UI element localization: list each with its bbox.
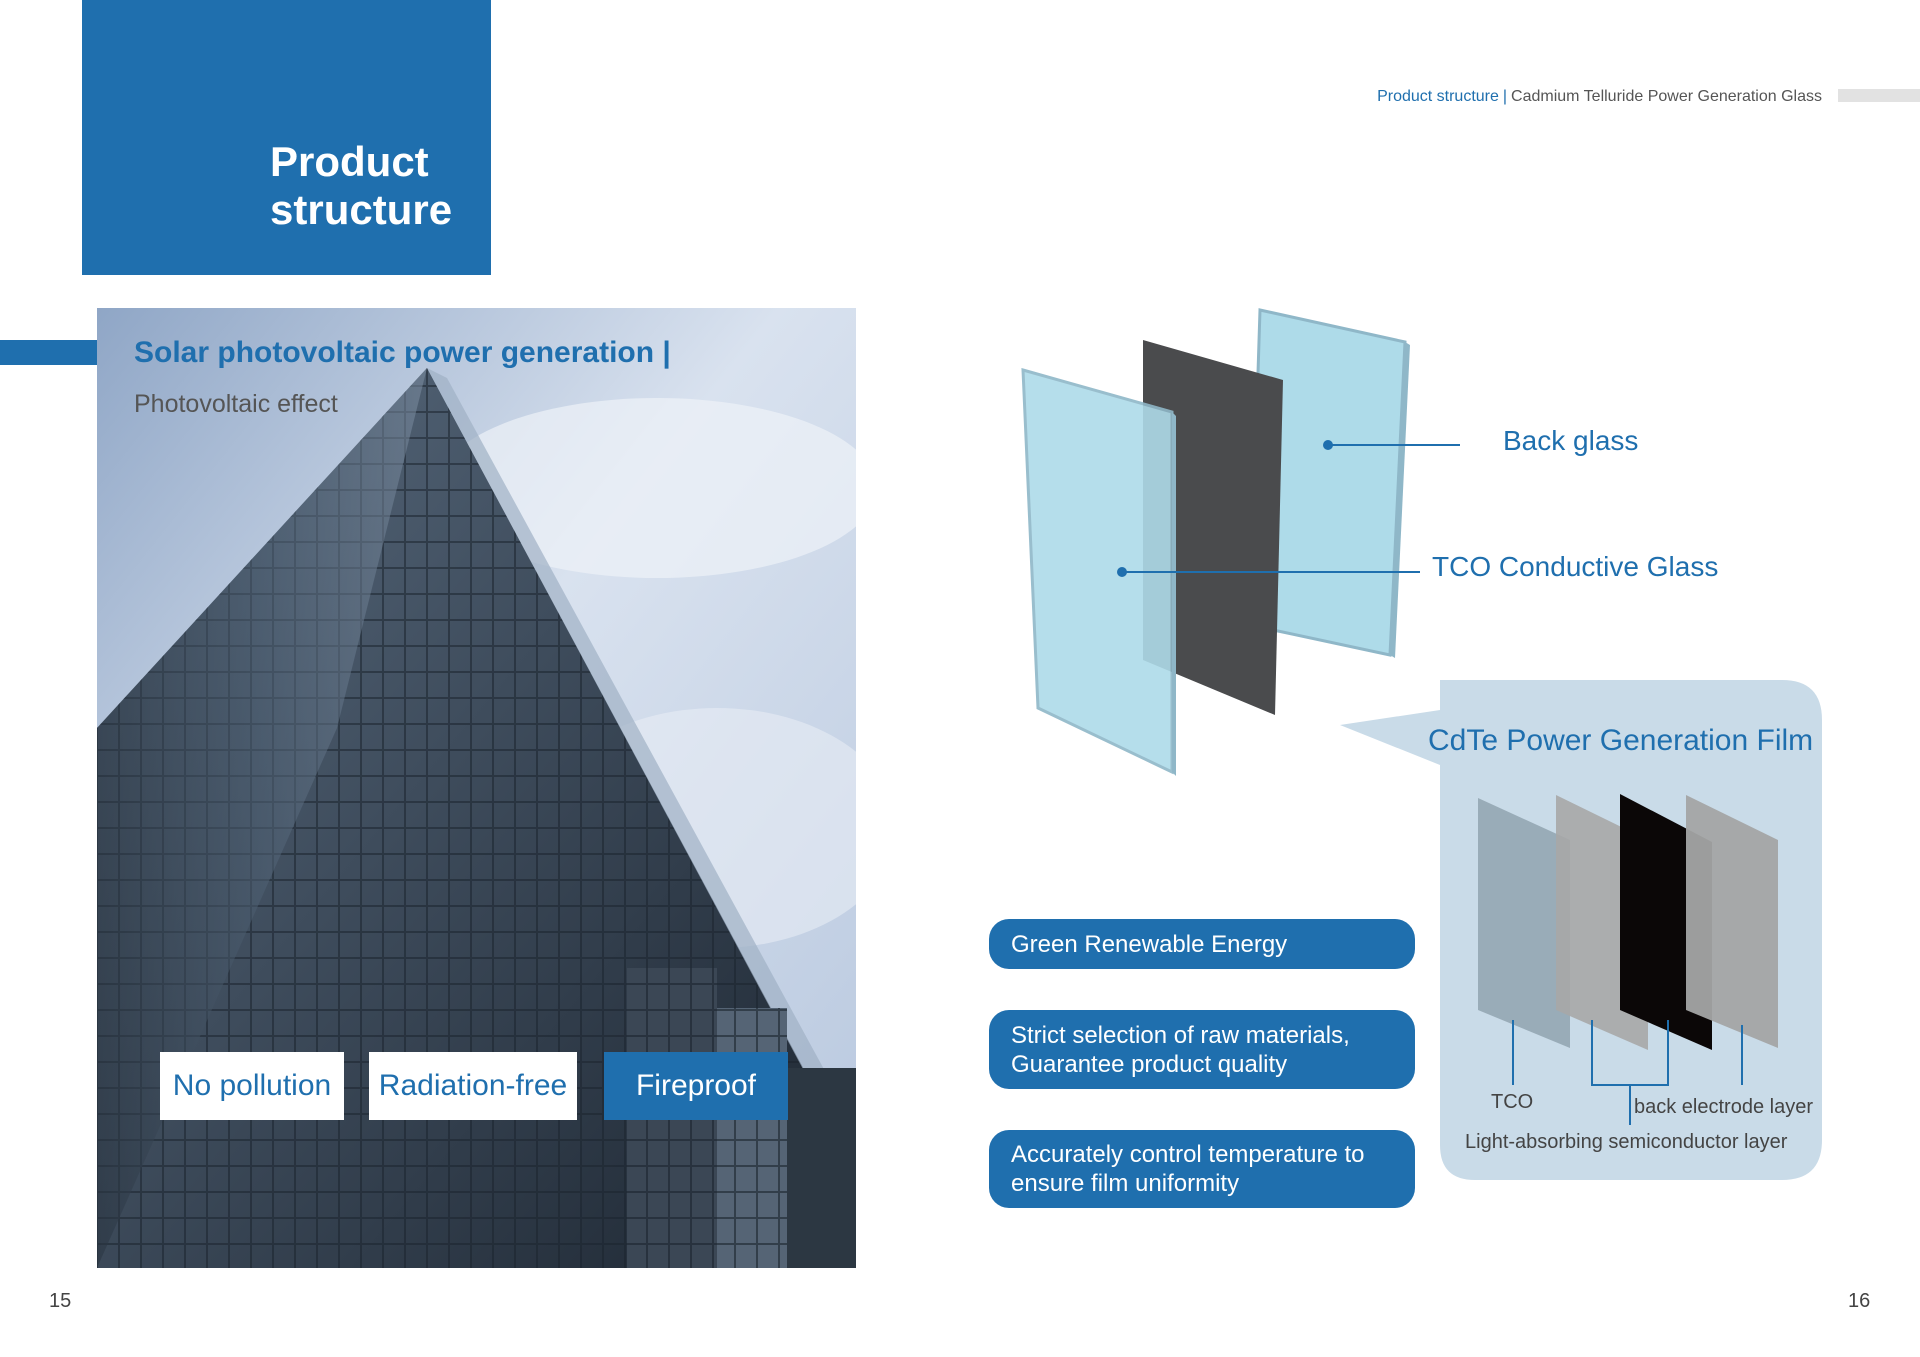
film-panel	[1340, 680, 1822, 1180]
film-title: CdTe Power Generation Film	[1428, 724, 1814, 757]
feature-text: Accurately control temperature to ensure…	[1011, 1141, 1365, 1197]
page-title-line2: structure	[270, 186, 453, 233]
page-title: Product structure	[270, 138, 480, 234]
tag-radiation-free: Radiation-free	[369, 1052, 577, 1120]
left-accent-bar	[0, 340, 97, 365]
breadcrumb-separator: |	[1502, 88, 1508, 105]
header-accent-bar	[1838, 89, 1920, 102]
building-photo	[97, 308, 856, 1268]
breadcrumb-page: Cadmium Telluride Power Generation Glass	[1511, 88, 1822, 105]
title-block	[82, 0, 491, 275]
page-number-left: 15	[49, 1290, 72, 1312]
film-label-light-absorbing: Light-absorbing semiconductor layer	[1465, 1131, 1788, 1153]
cdte-film-layer	[1143, 340, 1283, 715]
front-tco-glass-pane	[1021, 367, 1176, 776]
label-tco-conductive-glass: TCO Conductive Glass	[1432, 551, 1719, 582]
film-label-back-electrode: back electrode layer	[1634, 1096, 1813, 1118]
glass-layer-diagram	[1021, 308, 1460, 776]
page-number-right: 16	[1848, 1290, 1871, 1312]
photo-heading: Solar photovoltaic power generation |	[134, 336, 671, 369]
feature-text: Green Renewable Energy	[1011, 930, 1288, 958]
feature-text: Strict selection of raw materials, Guara…	[1011, 1021, 1350, 1078]
film-label-tco: TCO	[1491, 1091, 1534, 1113]
feature-temperature-control: Accurately control temperature to ensure…	[989, 1130, 1415, 1208]
page-title-line1: Product	[270, 138, 429, 185]
label-back-glass: Back glass	[1503, 425, 1639, 456]
breadcrumb-section: Product structure	[1377, 88, 1499, 105]
feature-raw-materials: Strict selection of raw materials, Guara…	[989, 1010, 1415, 1089]
photo-subheading: Photovoltaic effect	[134, 390, 338, 418]
feature-green-renewable: Green Renewable Energy	[989, 919, 1415, 969]
back-glass-pane	[1248, 308, 1410, 658]
tag-fireproof: Fireproof	[604, 1052, 788, 1120]
breadcrumb: Product structure|Cadmium Telluride Powe…	[1377, 88, 1822, 106]
tag-no-pollution: No pollution	[160, 1052, 344, 1120]
